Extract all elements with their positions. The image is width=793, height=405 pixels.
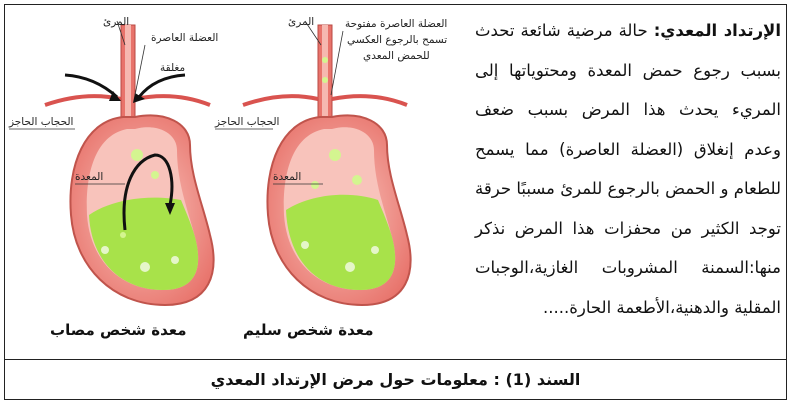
label-reflux: تسمح بالرجوع العكسي [347, 34, 447, 46]
description-body: حالة مرضية شائعة تحدث بسبب رجوع حمض المع… [475, 21, 781, 317]
figure-caption: السند (1) : معلومات حول مرض الإرتداد الم… [5, 359, 786, 399]
label-sphincter-right: العضلة العاصرة مفتوحة [345, 18, 447, 30]
label-diaphragm-left: الحجاب الحاجز [8, 116, 73, 128]
diaphragm-right-a [243, 96, 318, 105]
document-frame: المرئ العضلة العاصرة مغلقة الحجاب الحاجز… [4, 4, 787, 400]
diagram-affected: المرئ العضلة العاصرة مغلقة الحجاب الحاجز… [8, 16, 218, 339]
label-stomach-right: المعدة [273, 171, 301, 183]
label-acid: للحمض المعدي [363, 50, 430, 62]
description-lead: الإرتداد المعدي: [654, 21, 781, 40]
title-affected: معدة شخص مصاب [50, 321, 187, 339]
label-esophagus-right: المرئ [288, 16, 314, 28]
content-area: المرئ العضلة العاصرة مغلقة الحجاب الحاجز… [5, 5, 786, 360]
title-healthy: معدة شخص سليم [243, 321, 374, 339]
label-diaphragm-right: الحجاب الحاجز [214, 116, 279, 128]
label-esophagus-left: المرئ [103, 16, 129, 28]
diaphragm-right-b [332, 96, 407, 105]
diaphragm-left-b [135, 96, 210, 105]
diagram-healthy: المرئ العضلة العاصرة مفتوحة تسمح بالرجوع… [214, 16, 447, 339]
gerd-description: الإرتداد المعدي: حالة مرضية شائعة تحدث ب… [475, 11, 781, 355]
label-closed: مغلقة [160, 62, 185, 74]
label-sphincter-left: العضلة العاصرة [151, 32, 218, 44]
label-stomach-left: المعدة [75, 171, 103, 183]
stomach-diagrams: المرئ العضلة العاصرة مغلقة الحجاب الحاجز… [5, 5, 471, 357]
